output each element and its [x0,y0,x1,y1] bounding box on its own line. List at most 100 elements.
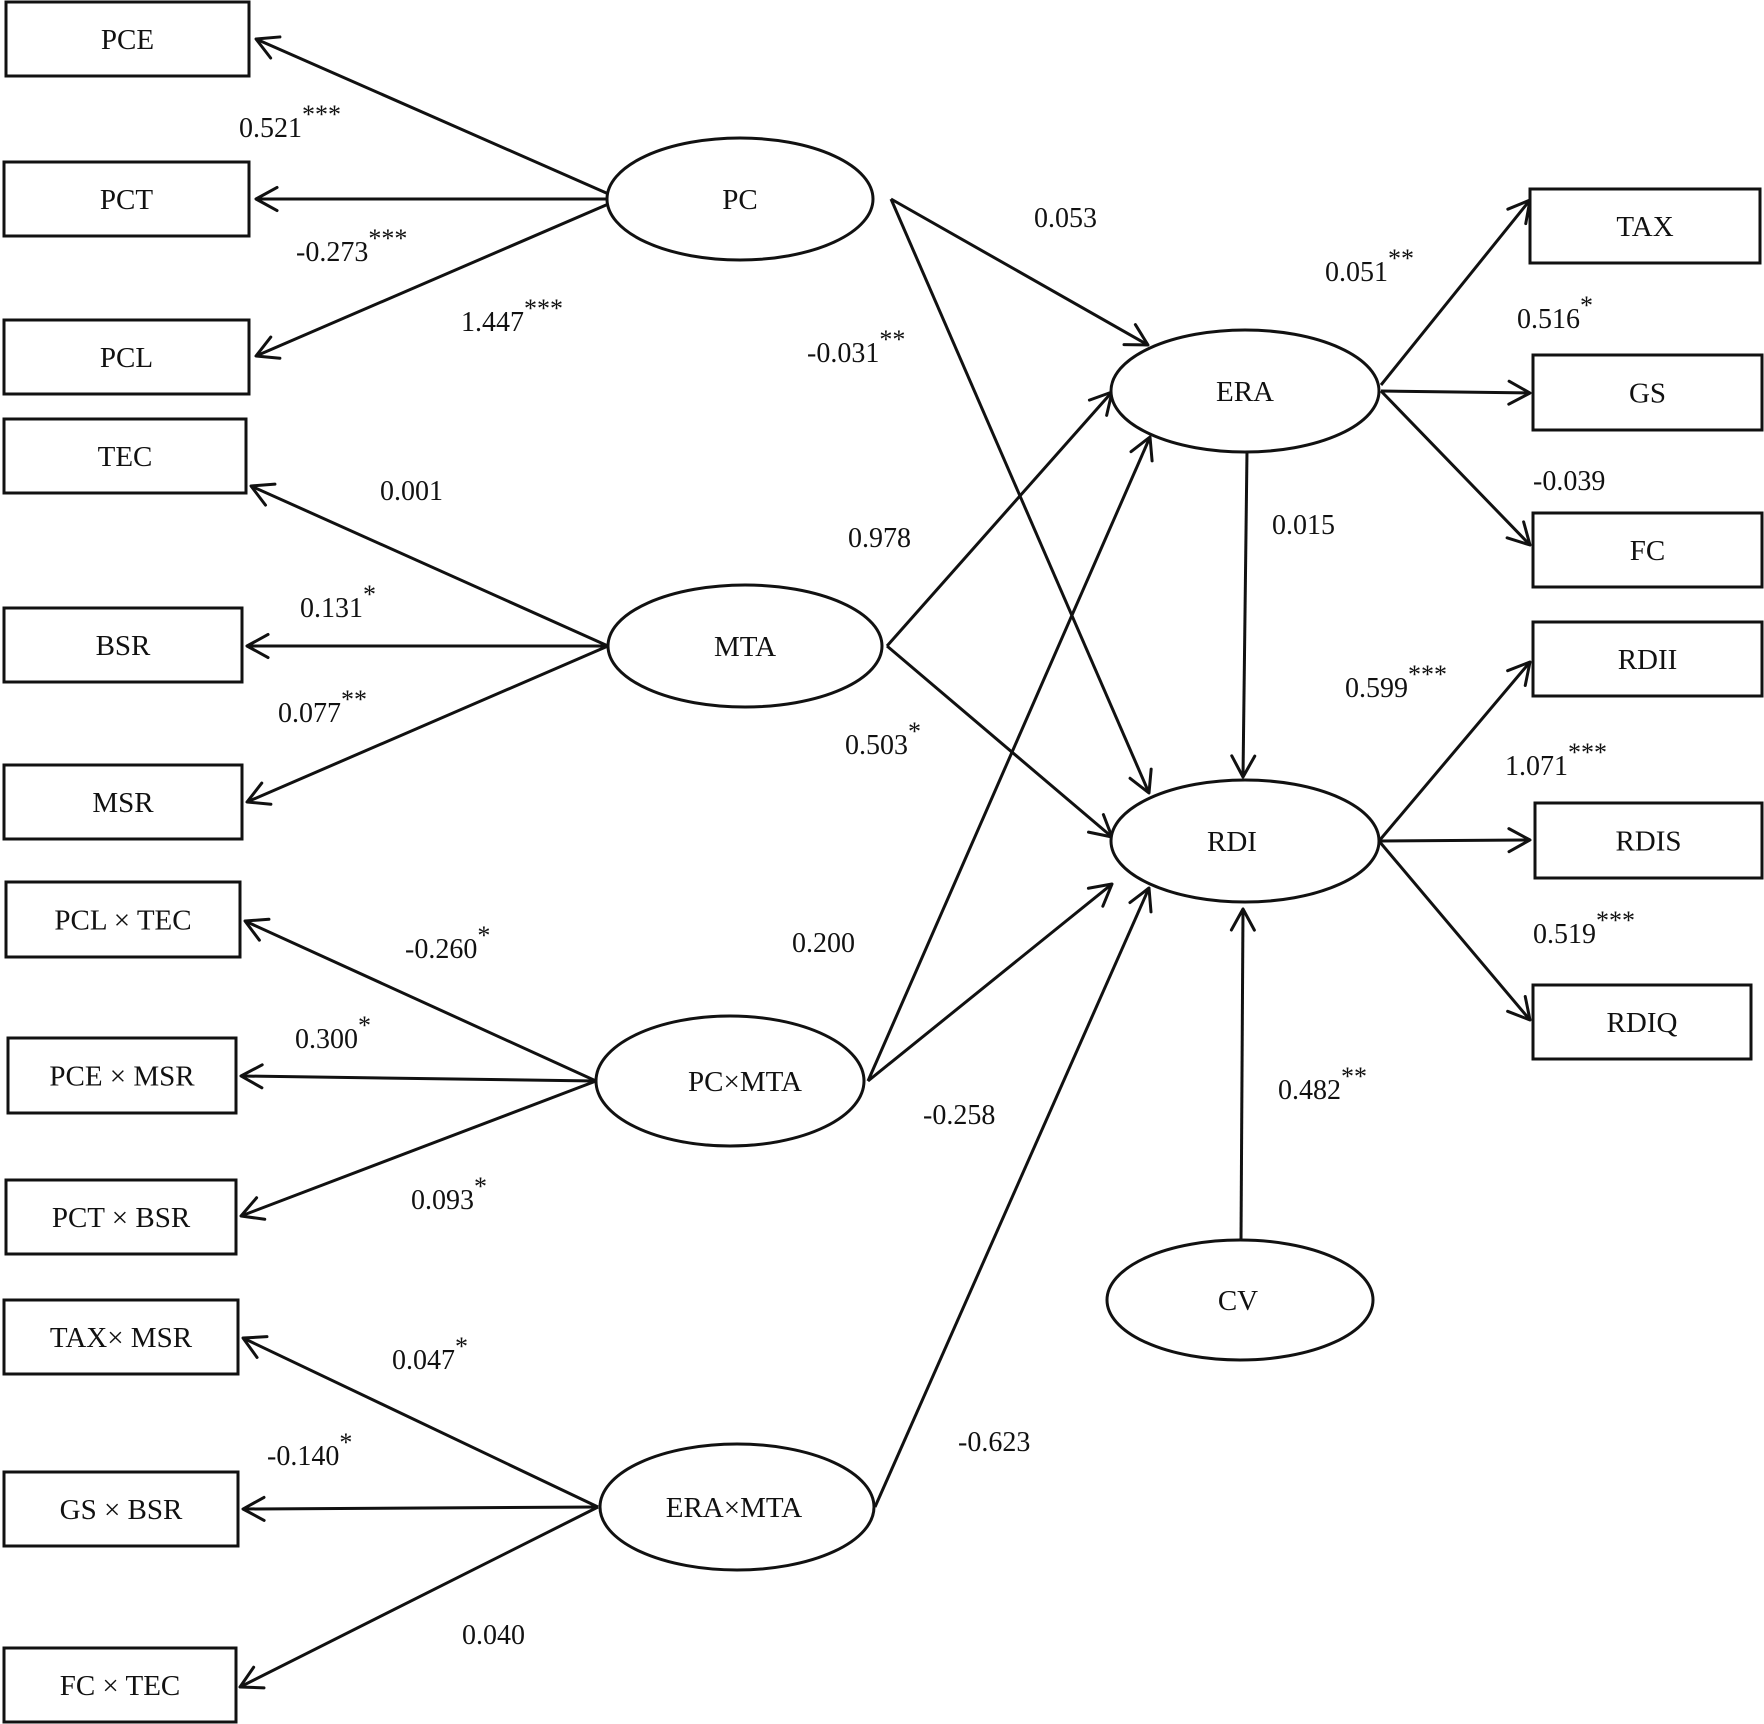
path-pc-to-era-line [890,197,1149,347]
coef-pc-to-rdi: -0.031** [807,325,905,369]
indicator-box-tec-label: TEC [98,441,153,473]
path-pc-x-mta-to-pcl-x-tec-line [244,919,597,1083]
path-pc-x-mta-to-era-line [866,436,1152,1082]
coef-cv-to-rdi-value: 0.482 [1278,1075,1341,1106]
coef-era-to-ta-x-value: 0.051 [1325,257,1388,288]
construct-ellipse-rdi-label: RDI [1207,826,1257,858]
indicator-box-gs-label: GS [1629,378,1666,410]
indicator-box-pcl-label: PCL [100,342,153,374]
construct-ellipse-era-x-mta [598,1442,876,1572]
coef-pc-to-pct: -0.273*** [296,224,407,268]
coef-era-x-mta-to-fc-x-tec-value: 0.040 [462,1620,525,1651]
coef-pc-to-pce: 0.521*** [239,100,341,144]
path-pc-to-era-arrowhead [1122,323,1150,347]
path-pc-to-pcl-arrowhead [254,335,282,360]
coef-era-to-ta-x: 0.051** [1325,244,1414,288]
indicator-box-pce-label: PCE [101,24,154,56]
coef-era-to-rdi: 0.015 [1272,510,1335,541]
indicator-box-tec [2,417,248,495]
coef-mta-to-rdi-significance: * [908,717,921,746]
coef-pc-x-mta-to-pce-x-msr-value: 0.300 [295,1024,358,1055]
coef-era-x-mta-to-ta-x-x-msr-value: 0.047 [392,1345,455,1376]
coef-era-x-mta-to-rdi: -0.623 [958,1427,1030,1458]
coef-rdi-to-rdis-value: 1.071 [1505,751,1568,782]
path-mta-to-bsr-arrowhead [245,632,270,660]
indicator-box-pce-x-msr [6,1036,238,1115]
path-era-x-mta-to-rdi-arrowhead [1128,886,1153,914]
coef-pc-x-mta-to-pcl-x-tec-significance: * [477,921,490,950]
indicator-box-pce [4,0,251,78]
coef-mta-to-msr-value: 0.077 [278,698,341,729]
construct-ellipse-cv [1105,1238,1375,1362]
coef-rdi-to-rdis-significance: *** [1568,738,1607,767]
coef-mta-to-tec: 0.001 [380,476,443,507]
construct-ellipse-era [1109,328,1381,454]
coef-era-to-fc: -0.039 [1533,466,1605,497]
coef-mta-to-bsr-value: 0.131 [300,593,363,624]
coef-pc-x-mta-to-pct-x-bsr: 0.093* [411,1172,487,1216]
coef-pc-x-mta-to-rdi: -0.258 [923,1100,995,1131]
path-era-x-mta-to-fc-x-tec-line [239,1505,599,1689]
indicator-box-pct-x-bsr [4,1178,238,1256]
path-era-x-mta-to-ta-x-x-msr-line [242,1336,599,1509]
coef-mta-to-bsr-significance: * [363,580,376,609]
coef-mta-to-msr-significance: ** [341,685,367,714]
path-era-x-mta-to-ta-x-x-msr-arrowhead [241,1335,269,1359]
path-mta-to-msr-line [246,644,609,804]
coef-pc-to-era-value: 0.053 [1034,203,1097,234]
coef-pc-x-mta-to-pce-x-msr-significance: * [358,1011,371,1040]
coef-pc-x-mta-to-pce-x-msr: 0.300* [295,1011,371,1055]
coef-pc-to-era: 0.053 [1034,203,1097,234]
indicator-box-pct-x-bsr-label: PCT × BSR [52,1202,191,1234]
path-pc-x-mta-to-era-arrowhead [1129,435,1154,463]
indicator-box-fc-label: FC [1630,535,1665,567]
coef-pc-to-pce-value: 0.521 [239,113,302,144]
construct-ellipse-mta-label: MTA [714,631,776,663]
coef-era-to-gs: 0.516* [1517,291,1593,335]
construct-ellipse-era-label: ERA [1216,376,1274,408]
path-cv-to-rdi-arrowhead [1229,907,1256,932]
coef-rdi-to-rdii-significance: *** [1408,660,1447,689]
indicator-box-bsr-label: BSR [96,630,151,662]
indicator-box-pce-x-msr-label: PCE × MSR [49,1061,195,1093]
indicator-box-ta-x-x-msr [2,1298,240,1376]
path-pc-x-mta-to-pct-x-bsr-line [240,1079,597,1218]
indicator-box-pct [2,160,251,238]
coef-rdi-to-rdiq-significance: *** [1596,906,1635,935]
coef-rdi-to-rdiq-value: 0.519 [1533,919,1596,950]
path-pc-to-rdi-arrowhead [1128,767,1153,795]
indicator-box-ta-x-label: TAX [1616,211,1673,243]
path-era-x-mta-to-gs-x-bsr-line [242,1505,599,1511]
indicator-box-rdiq-label: RDIQ [1607,1007,1678,1039]
coef-pc-x-mta-to-pct-x-bsr-significance: * [474,1172,487,1201]
coef-pc-x-mta-to-pcl-x-tec-value: -0.260 [405,934,477,965]
coef-cv-to-rdi-significance: ** [1341,1062,1367,1091]
path-era-x-mta-to-fc-x-tec-arrowhead [238,1665,266,1690]
coef-mta-to-bsr: 0.131* [300,580,376,624]
indicator-box-pcl [2,318,251,396]
coef-mta-to-msr: 0.077** [278,685,367,729]
coef-rdi-to-rdii: 0.599*** [1345,660,1447,704]
construct-ellipse-rdi [1109,778,1381,904]
path-pc-to-pce-line [255,37,621,201]
indicator-box-fc-x-tec [2,1646,238,1724]
coef-mta-to-tec-value: 0.001 [380,476,443,507]
path-pc-x-mta-to-pce-x-msr-line [240,1074,597,1083]
construct-ellipse-mta [606,583,884,709]
construct-ellipse-era-x-mta-label: ERA×MTA [666,1492,803,1524]
path-pc-to-pct-arrowhead [254,185,279,213]
indicator-box-pcl-x-tec-label: PCL × TEC [54,905,191,937]
coef-pc-x-mta-to-era: 0.200 [792,928,855,959]
path-mta-to-tec-arrowhead [249,482,277,507]
coef-era-x-mta-to-gs-x-bsr-value: -0.140 [267,1441,339,1472]
construct-ellipse-cv-label: CV [1218,1285,1258,1317]
coef-cv-to-rdi: 0.482** [1278,1062,1367,1106]
path-rdi-to-rdis-arrowhead [1507,827,1532,854]
coef-pc-to-rdi-significance: ** [879,325,905,354]
indicator-box-rdii [1531,620,1764,698]
indicator-box-bsr [2,606,244,684]
path-rdi-to-rdis-line [1378,838,1531,843]
path-era-to-fc-line [1379,389,1532,547]
path-pc-x-mta-to-rdi-line [867,882,1113,1083]
path-mta-to-msr-arrowhead [245,781,273,806]
